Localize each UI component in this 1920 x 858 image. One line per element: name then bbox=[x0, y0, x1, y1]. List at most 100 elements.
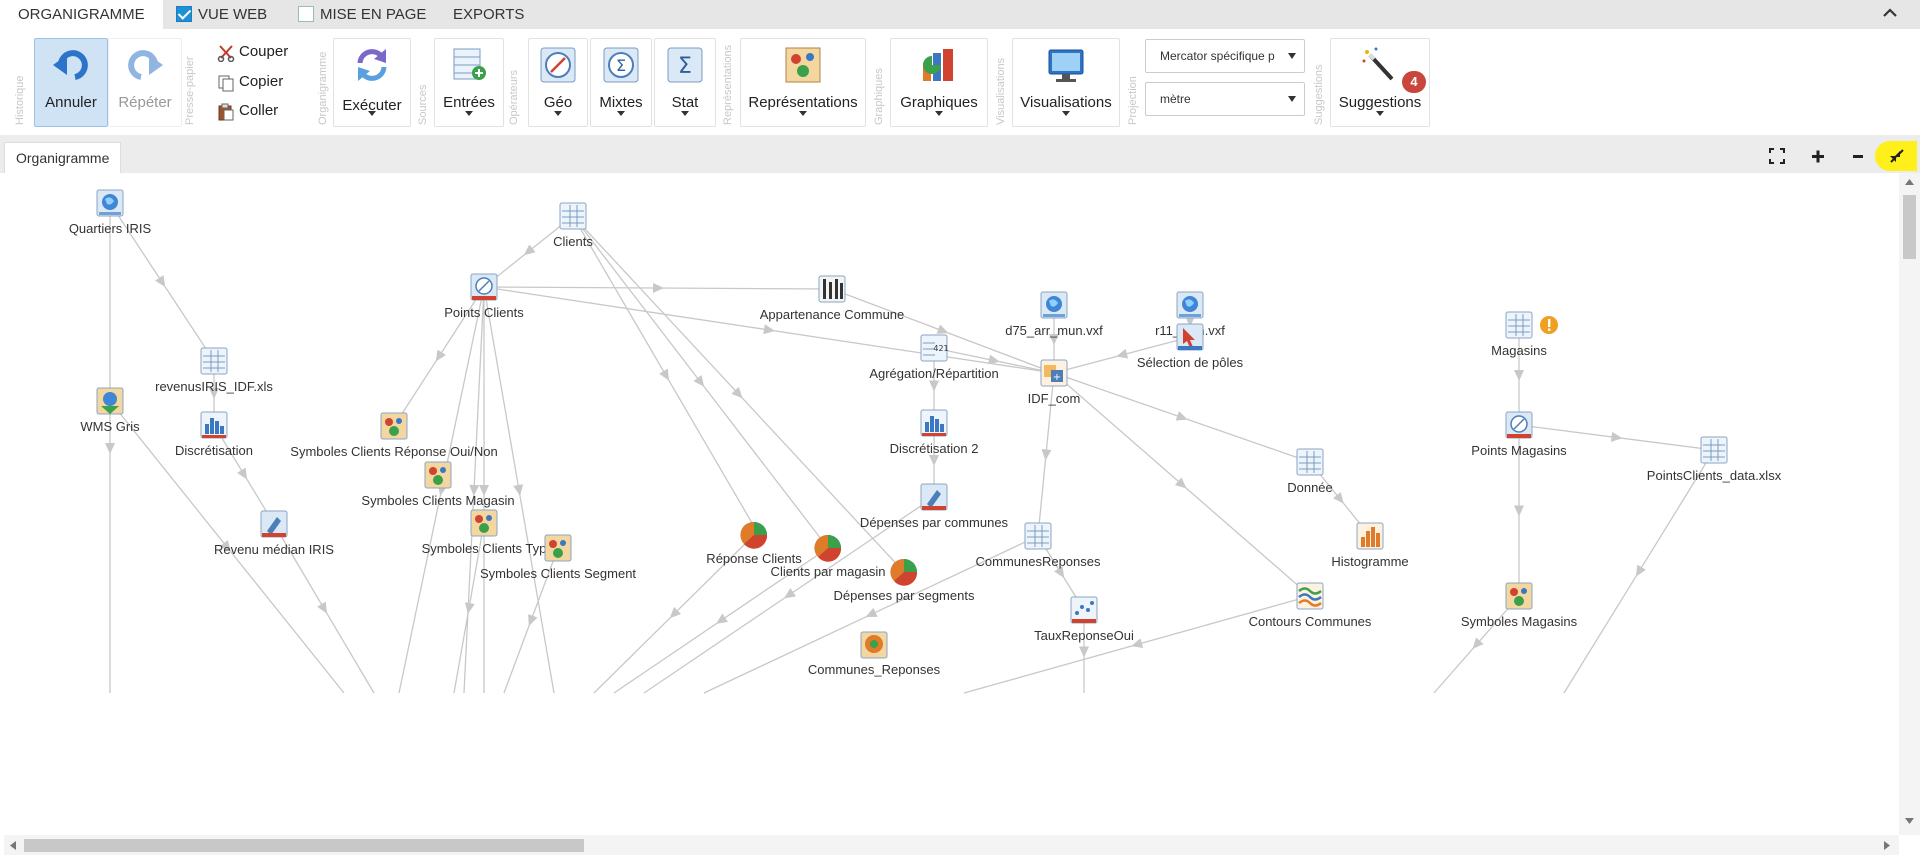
node-idf_com-merge-icon[interactable]: + bbox=[1039, 358, 1069, 388]
chart-icon bbox=[923, 49, 953, 81]
node-donnee-table-icon[interactable] bbox=[1295, 447, 1325, 477]
node-label-revenu_median: Revenu médian IRIS bbox=[214, 542, 334, 557]
node-revenus-table-icon[interactable] bbox=[199, 346, 229, 376]
warning-icon[interactable] bbox=[1539, 315, 1559, 335]
mixed-icon: Σ bbox=[603, 47, 639, 83]
node-reponse_clients-pie-icon[interactable] bbox=[739, 520, 769, 550]
tab-vue-web[interactable]: VUE WEB bbox=[176, 0, 267, 29]
node-sym_oui_non-symbols-icon[interactable] bbox=[379, 411, 409, 441]
geo-button[interactable]: Géo bbox=[528, 38, 588, 127]
edge-arrow-icon bbox=[209, 388, 219, 399]
node-label-depenses_segments: Dépenses par segments bbox=[833, 588, 975, 603]
edge-arrow-icon bbox=[1079, 646, 1089, 658]
unit-select[interactable]: mètre bbox=[1145, 82, 1305, 116]
node-label-appartenance: Appartenance Commune bbox=[759, 307, 905, 322]
projection-chevron-icon bbox=[1288, 53, 1296, 59]
node-label-discretisation2: Discrétisation 2 bbox=[889, 441, 979, 456]
zoom-out-icon[interactable] bbox=[1843, 141, 1873, 171]
node-depenses_segments-pie-icon[interactable] bbox=[889, 557, 919, 587]
suggestions-button[interactable]: Suggestions bbox=[1330, 38, 1430, 127]
scroll-up-icon[interactable] bbox=[1905, 179, 1914, 185]
execute-button[interactable]: Exécuter bbox=[333, 38, 411, 127]
node-discretisation2-hist-icon[interactable] bbox=[919, 408, 949, 438]
suggestions-label: Suggestions bbox=[1338, 94, 1422, 111]
node-label-agregation: Agrégation/Répartition bbox=[869, 366, 999, 381]
node-points_magasins-points-icon[interactable] bbox=[1504, 410, 1534, 440]
scroll-left-icon[interactable] bbox=[10, 841, 16, 850]
node-taux-scatter-icon[interactable] bbox=[1069, 595, 1099, 625]
node-label-taux: TauxReponseOui bbox=[1034, 628, 1134, 643]
node-pointsclients_data-table-icon[interactable] bbox=[1699, 435, 1729, 465]
stat-button[interactable]: Σ Stat bbox=[654, 38, 716, 127]
group-title-graphiques: Graphiques bbox=[873, 68, 885, 125]
node-selection-select-icon[interactable] bbox=[1175, 322, 1205, 352]
edge-arrow-icon bbox=[1332, 491, 1344, 504]
node-points_clients-points-icon[interactable] bbox=[469, 272, 499, 302]
node-appartenance-bars-icon[interactable] bbox=[817, 274, 847, 304]
visualisations-button[interactable]: Visualisations bbox=[1012, 38, 1120, 127]
tab-organigramme[interactable]: ORGANIGRAMME bbox=[0, 0, 163, 29]
edge-arrow-icon bbox=[716, 613, 728, 624]
execute-dropdown-icon bbox=[368, 111, 376, 116]
node-discretisation-hist-icon[interactable] bbox=[199, 410, 229, 440]
exit-fullscreen-icon[interactable] bbox=[1875, 141, 1917, 171]
node-sym_segment-symbols-icon[interactable] bbox=[543, 533, 573, 563]
charts-dropdown-icon bbox=[935, 111, 943, 116]
copy-button[interactable]: Copier bbox=[213, 69, 293, 95]
edge-arrow-icon bbox=[652, 282, 664, 293]
tab-exports[interactable]: EXPORTS bbox=[453, 6, 525, 23]
group-title-operateurs: Opérateurs bbox=[508, 69, 520, 125]
copy-label: Copier bbox=[239, 73, 284, 90]
zoom-in-icon[interactable] bbox=[1803, 141, 1833, 171]
inputs-button[interactable]: Entrées bbox=[434, 38, 504, 127]
fit-to-screen-icon[interactable] bbox=[1762, 141, 1792, 171]
node-wms-wms-icon[interactable] bbox=[95, 386, 125, 416]
vertical-scrollbar[interactable] bbox=[1899, 173, 1920, 835]
edge-arrow-icon bbox=[936, 324, 949, 334]
vertical-scroll-thumb[interactable] bbox=[1903, 195, 1916, 259]
scroll-right-icon[interactable] bbox=[1884, 841, 1890, 850]
mixed-button[interactable]: Σ Mixtes bbox=[590, 38, 652, 127]
representations-button[interactable]: Représentations bbox=[740, 38, 866, 127]
cut-label: Couper bbox=[239, 43, 289, 60]
undo-button[interactable]: Annuler bbox=[34, 38, 108, 127]
node-communes_reponses-table-icon[interactable] bbox=[1023, 521, 1053, 551]
paste-button[interactable]: Coller bbox=[213, 98, 293, 124]
node-contours-contour-icon[interactable] bbox=[1295, 581, 1325, 611]
node-sym_typ-symbols-icon[interactable] bbox=[469, 508, 499, 538]
node-sym_magasin-symbols-icon[interactable] bbox=[423, 460, 453, 490]
node-quartiers-world-icon[interactable] bbox=[95, 188, 125, 218]
edge-arrow-icon bbox=[523, 244, 536, 256]
geo-dropdown-icon bbox=[554, 111, 562, 116]
charts-button[interactable]: Graphiques bbox=[890, 38, 988, 127]
tab-mise-en-page[interactable]: MISE EN PAGE bbox=[298, 0, 426, 29]
edge-arrow-icon bbox=[105, 443, 115, 454]
node-r11-world-icon[interactable] bbox=[1175, 290, 1205, 320]
node-clients_magasin-pie-icon[interactable] bbox=[813, 533, 843, 563]
horizontal-scrollbar[interactable] bbox=[4, 835, 1899, 855]
mise-en-page-checkbox[interactable] bbox=[298, 6, 314, 22]
node-depenses_communes-edit-icon[interactable] bbox=[919, 482, 949, 512]
execute-label: Exécuter bbox=[342, 97, 402, 114]
vue-web-checkbox[interactable] bbox=[176, 6, 192, 22]
node-label-donnee: Donnée bbox=[1287, 480, 1333, 495]
node-agregation-aggr-icon[interactable]: 421 bbox=[919, 333, 949, 363]
doc-tab-organigramme[interactable]: Organigramme bbox=[4, 142, 122, 174]
node-magasins-table-icon[interactable] bbox=[1504, 310, 1534, 340]
node-revenu_median-edit-icon[interactable] bbox=[259, 509, 289, 539]
node-sym_magasins-symbols-icon[interactable] bbox=[1504, 581, 1534, 611]
scroll-down-icon[interactable] bbox=[1905, 818, 1914, 824]
node-label-sym_typ: Symboles Clients Typ bbox=[421, 541, 547, 556]
redo-button[interactable]: Répéter bbox=[108, 38, 182, 127]
cut-button[interactable]: Couper bbox=[213, 39, 293, 65]
node-clients-table-icon[interactable] bbox=[558, 201, 588, 231]
projection-select[interactable]: Mercator spécifique p bbox=[1145, 39, 1305, 73]
node-d75-world-icon[interactable] bbox=[1039, 290, 1069, 320]
node-communes_reponses2-pin-icon[interactable] bbox=[859, 630, 889, 660]
collapse-ribbon-icon[interactable] bbox=[1880, 3, 1900, 23]
edge-arrow-icon bbox=[528, 614, 538, 627]
node-histogramme-histo-icon[interactable] bbox=[1355, 521, 1385, 551]
horizontal-scroll-thumb[interactable] bbox=[24, 839, 584, 852]
svg-text:Σ: Σ bbox=[616, 56, 626, 75]
